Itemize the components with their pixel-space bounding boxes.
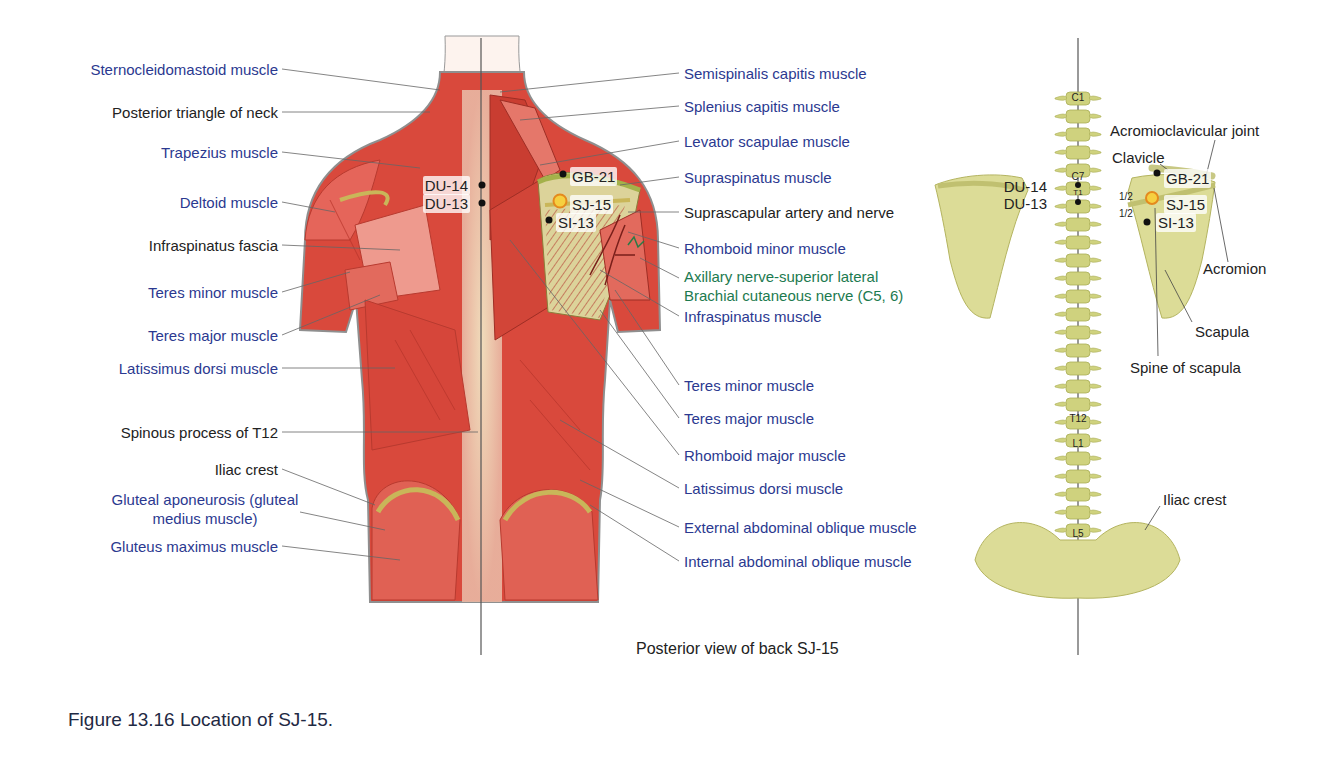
anatomy-label: Rhomboid major muscle bbox=[684, 446, 846, 465]
anatomy-label: Acromioclavicular joint bbox=[1110, 121, 1259, 140]
acupoint-label: SJ-15 bbox=[1164, 195, 1207, 214]
anatomy-label: Trapezius muscle bbox=[161, 143, 278, 162]
acupoint-label: GB-21 bbox=[1164, 169, 1211, 188]
anatomy-label: Rhomboid minor muscle bbox=[684, 239, 846, 258]
anatomy-label: L1 bbox=[1066, 437, 1090, 450]
anatomy-label: Suprascapular artery and nerve bbox=[684, 203, 894, 222]
acupoint-label: SJ-15 bbox=[570, 195, 613, 214]
anatomy-label: Clavicle bbox=[1112, 148, 1165, 167]
anatomy-label: C7 bbox=[1066, 170, 1090, 183]
anatomy-label: 1/2 bbox=[1119, 207, 1133, 220]
anatomy-label: Latissimus dorsi muscle bbox=[684, 479, 843, 498]
anatomy-label: Splenius capitis muscle bbox=[684, 97, 840, 116]
anatomy-label: Scapula bbox=[1195, 322, 1249, 341]
anatomy-label: 1/2 bbox=[1119, 190, 1133, 203]
anatomy-label: Posterior triangle of neck bbox=[112, 103, 278, 122]
anatomy-label: T1 bbox=[1066, 188, 1090, 198]
acupoint-label: DU-14 bbox=[423, 176, 470, 195]
anatomy-label: Latissimus dorsi muscle bbox=[119, 359, 278, 378]
anatomy-label: Infraspinatus fascia bbox=[149, 236, 278, 255]
anatomy-label: Sternocleidomastoid muscle bbox=[90, 60, 278, 79]
anatomy-label: Levator scapulae muscle bbox=[684, 132, 850, 151]
figure-caption: Figure 13.16 Location of SJ-15. bbox=[68, 708, 333, 732]
anatomy-label: Semispinalis capitis muscle bbox=[684, 64, 867, 83]
anatomy-label: C1 bbox=[1066, 91, 1090, 104]
anatomy-label: L5 bbox=[1066, 527, 1090, 540]
anatomy-label: Spinous process of T12 bbox=[121, 423, 278, 442]
anatomy-label: DU-14 bbox=[1004, 177, 1047, 196]
anatomy-label: Posterior view of back SJ-15 bbox=[636, 639, 839, 659]
acupoint-label: GB-21 bbox=[570, 167, 617, 186]
anatomy-label: DU-13 bbox=[1004, 194, 1047, 213]
anatomy-label: T12 bbox=[1065, 412, 1091, 425]
anatomy-label: Acromion bbox=[1203, 259, 1266, 278]
anatomy-label: Deltoid muscle bbox=[180, 193, 278, 212]
anatomy-label: Gluteus maximus muscle bbox=[110, 537, 278, 556]
acupoint-label: SI-13 bbox=[556, 213, 596, 232]
anatomy-label: Teres minor muscle bbox=[684, 376, 814, 395]
anatomy-label: Supraspinatus muscle bbox=[684, 168, 832, 187]
anatomy-label: External abdominal oblique muscle bbox=[684, 518, 917, 537]
anatomy-label: Iliac crest bbox=[215, 460, 278, 479]
anatomy-label: Teres minor muscle bbox=[148, 283, 278, 302]
anatomy-label: Teres major muscle bbox=[684, 409, 814, 428]
anatomy-label: Gluteal aponeurosis (gluteal medius musc… bbox=[105, 490, 305, 528]
anatomy-label: Internal abdominal oblique muscle bbox=[684, 552, 912, 571]
anatomy-label: Teres major muscle bbox=[148, 326, 278, 345]
acupoint-label: DU-13 bbox=[423, 194, 470, 213]
anatomy-label: Infraspinatus muscle bbox=[684, 307, 822, 326]
anatomy-label: Iliac crest bbox=[1163, 490, 1226, 509]
anatomy-label: Axillary nerve-superior lateral Brachial… bbox=[684, 267, 920, 305]
anatomy-label: Spine of scapula bbox=[1130, 358, 1241, 377]
acupoint-label: SI-13 bbox=[1156, 213, 1196, 232]
